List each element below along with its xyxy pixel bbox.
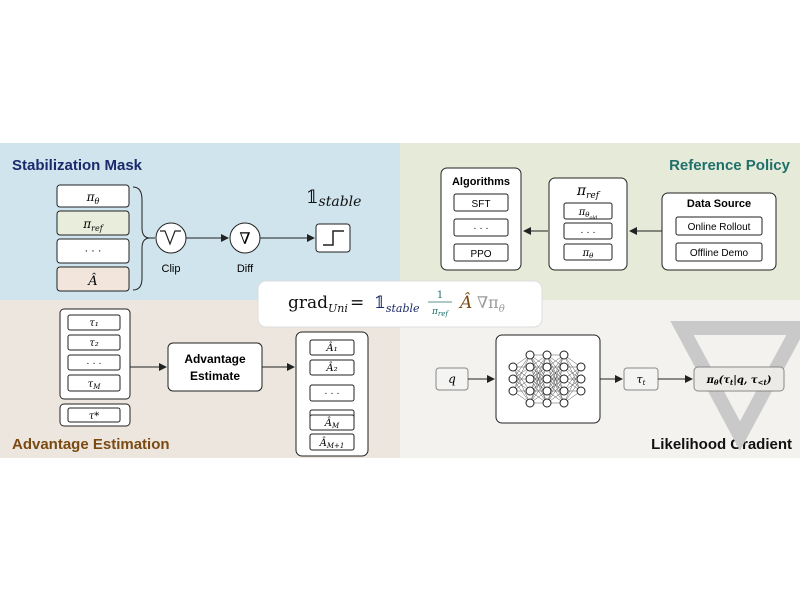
nn-node [525, 374, 535, 384]
tau-star: τ* [89, 411, 100, 422]
pi-dots: · · · [580, 227, 596, 238]
nn-edge [546, 366, 565, 404]
advantage-estimate-box [167, 342, 263, 392]
nn-node [559, 386, 569, 396]
algorithm-dots: · · · [473, 223, 489, 234]
nn-edge [546, 354, 565, 392]
nn-node [508, 386, 518, 396]
token-label: τt [637, 373, 646, 387]
formula-box [257, 280, 543, 328]
algorithms-title: Algorithms [452, 176, 510, 188]
formula-nabla-pi: ∇πθ [477, 293, 505, 315]
nn-node [559, 362, 569, 372]
clip-icon [160, 230, 181, 246]
algorithm-sft: SFT [472, 199, 491, 210]
nn-node [559, 350, 569, 360]
nn-node [559, 398, 569, 408]
trajectory-dots: · · · [86, 358, 102, 369]
diff-icon: ∇ [239, 229, 250, 248]
advantage-output-1: Â₁ [325, 342, 337, 354]
nn-node [508, 362, 518, 372]
nn-node [525, 386, 535, 396]
reference-title: Reference Policy [669, 157, 791, 174]
nn-edge [546, 354, 565, 404]
nn-edge [529, 354, 548, 404]
advantage-estimate-label-2: Estimate [190, 369, 240, 383]
likelihood-output-label: πθ(τt|q, τ<t) [706, 375, 772, 387]
advantage-output-dots-1: · · · [324, 388, 340, 399]
nn-node [525, 398, 535, 408]
stabilization-title: Stabilization Mask [12, 157, 143, 174]
advantage-estimate-label-1: Advantage [184, 352, 246, 366]
neural-net-icon [508, 350, 586, 408]
data-source-online: Online Rollout [688, 222, 751, 233]
nn-edge [529, 366, 548, 404]
mask-input-a-hat: Â [87, 273, 97, 289]
formula-frac-num: 1 [437, 290, 443, 301]
likelihood-title: Likelihood Gradient [651, 436, 792, 453]
formula-frac-den: πref [431, 307, 449, 318]
nn-edge [529, 378, 548, 404]
nn-edge [546, 378, 565, 404]
nn-edge [512, 366, 531, 392]
algorithm-ppo: PPO [470, 249, 491, 260]
nn-edge [529, 354, 548, 392]
step-icon [323, 230, 344, 246]
nn-node [525, 350, 535, 360]
nn-node [542, 362, 552, 372]
nn-edge [512, 354, 531, 392]
nn-node [576, 386, 586, 396]
data-source-offline: Offline Demo [690, 248, 749, 259]
clip-label: Clip [162, 263, 181, 275]
nn-node [508, 374, 518, 384]
nn-node [542, 386, 552, 396]
nn-node [525, 362, 535, 372]
likelihood-output-box [693, 366, 785, 392]
advantage-title: Advantage Estimation [12, 436, 170, 453]
nn-edge [563, 366, 582, 392]
formula-equals: = [350, 293, 364, 313]
nn-edge [563, 366, 582, 404]
nn-node [559, 374, 569, 384]
query-label: q [448, 372, 456, 386]
data-source-title: Data Source [687, 198, 751, 210]
trajectory-2: τ₂ [89, 338, 99, 349]
formula-adv: Â [458, 292, 472, 313]
clip-node [155, 222, 187, 254]
nn-node [542, 350, 552, 360]
mask-input-stack: πθ πref · · · Â [56, 184, 130, 292]
mask-input-dots: · · · [84, 245, 101, 257]
nn-edge [529, 354, 548, 380]
nn-node [542, 398, 552, 408]
nn-node [576, 374, 586, 384]
nn-edge [546, 354, 565, 380]
nn-node [576, 362, 586, 372]
diff-label: Diff [237, 263, 254, 275]
advantage-output-2: Â₂ [325, 362, 337, 374]
nn-edge [563, 378, 582, 404]
nn-edge [512, 354, 531, 380]
nn-node [542, 374, 552, 384]
trajectory-1: τ₁ [89, 318, 99, 329]
